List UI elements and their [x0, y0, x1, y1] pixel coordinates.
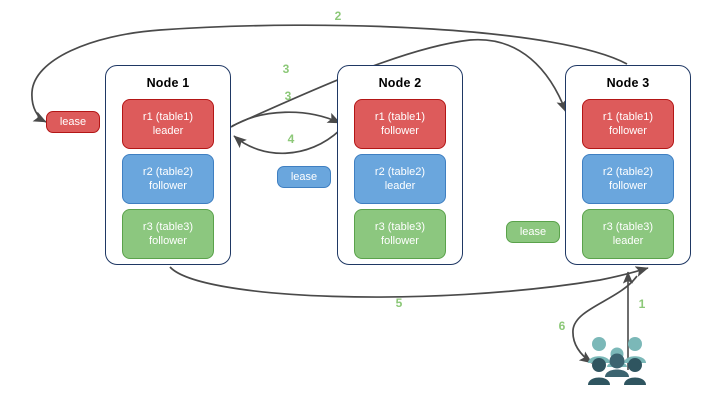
arrow-step-4 — [233, 129, 341, 155]
replica-name: r2 (table2) — [142, 166, 194, 178]
replica-name: r3 (table3) — [602, 221, 654, 233]
replica-node2-r2: r2 (table2) leader — [354, 154, 446, 204]
replica-node2-r1: r1 (table1) follower — [354, 99, 446, 149]
step-label-4: 4 — [287, 132, 295, 146]
node-container-3: Node 3 r1 (table1) follower r2 (table2) … — [565, 65, 691, 265]
replica-node1-r1: r1 (table1) leader — [122, 99, 214, 149]
node-title-1: Node 1 — [146, 76, 190, 90]
replica-role: leader — [152, 125, 184, 137]
replica-node3-r2: r2 (table2) follower — [582, 154, 674, 204]
replica-name: r3 (table3) — [374, 221, 426, 233]
replica-name: r3 (table3) — [142, 221, 194, 233]
replica-role: follower — [149, 180, 187, 192]
lease-chip-r3: lease — [506, 221, 560, 243]
replica-name: r1 (table1) — [602, 111, 654, 123]
replica-role: leader — [384, 180, 416, 192]
step-label-6: 6 — [558, 319, 566, 333]
replica-role: follower — [149, 235, 187, 247]
replica-name: r1 (table1) — [142, 111, 194, 123]
replica-node2-r3: r3 (table3) follower — [354, 209, 446, 259]
node-title-3: Node 3 — [606, 76, 650, 90]
replica-node1-r3: r3 (table3) follower — [122, 209, 214, 259]
replica-role: follower — [381, 235, 419, 247]
lease-chip-r2: lease — [277, 166, 331, 188]
replica-role: follower — [609, 125, 647, 137]
lease-chip-r1: lease — [46, 111, 100, 133]
step-label-2: 2 — [334, 9, 342, 23]
arrow-step-5 — [169, 266, 649, 298]
step-label-3a: 3 — [282, 62, 290, 76]
node-container-2: Node 2 r1 (table1) follower r2 (table2) … — [337, 65, 463, 265]
replica-node3-r3: r3 (table3) leader — [582, 209, 674, 259]
lease-label: lease — [519, 226, 547, 238]
lease-label: lease — [290, 171, 318, 183]
replica-name: r2 (table2) — [374, 166, 426, 178]
replica-role: leader — [612, 235, 644, 247]
users-icon — [588, 337, 646, 385]
replica-node1-r2: r2 (table2) follower — [122, 154, 214, 204]
node-container-1: Node 1 r1 (table1) leader r2 (table2) fo… — [105, 65, 231, 265]
replica-role: follower — [381, 125, 419, 137]
lease-label: lease — [59, 116, 87, 128]
arrow-step-2 — [31, 24, 628, 123]
arrow-step-3a — [231, 38, 567, 127]
arrow-step-6 — [572, 275, 638, 364]
node-title-2: Node 2 — [378, 76, 422, 90]
step-label-5: 5 — [395, 296, 403, 310]
replica-role: follower — [609, 180, 647, 192]
step-label-1: 1 — [638, 297, 646, 311]
replica-node3-r1: r1 (table1) follower — [582, 99, 674, 149]
replica-name: r2 (table2) — [602, 166, 654, 178]
arrow-step-3b — [230, 111, 341, 128]
step-label-3b: 3 — [284, 89, 292, 103]
replica-name: r1 (table1) — [374, 111, 426, 123]
